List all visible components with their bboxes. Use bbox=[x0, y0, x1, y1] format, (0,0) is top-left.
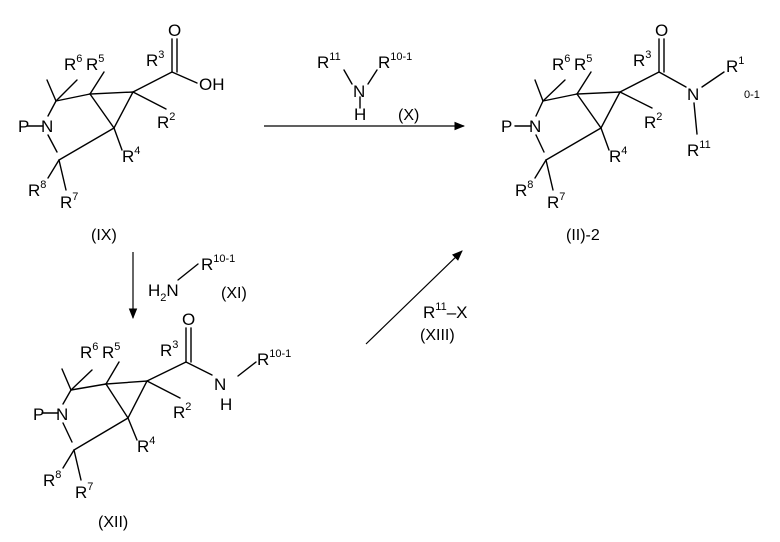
protecting-group-p: P bbox=[18, 117, 29, 136]
r2-label: R2 bbox=[157, 111, 175, 132]
r4-label: R4 bbox=[137, 435, 155, 456]
carbonyl-oxygen: O bbox=[168, 21, 181, 40]
alkylating-agent: R11–X bbox=[423, 301, 468, 322]
r6-label: R6 bbox=[64, 53, 82, 74]
r6-label: R6 bbox=[80, 341, 98, 362]
r2-label: R2 bbox=[173, 401, 191, 422]
hydroxyl-group: OH bbox=[199, 75, 225, 94]
reagent-xi-structure bbox=[178, 264, 198, 280]
compound-label-xii: (XII) bbox=[98, 514, 128, 531]
ring-nitrogen: N bbox=[56, 405, 68, 424]
r1-label: R1 bbox=[726, 55, 744, 76]
compound-label-ix: (IX) bbox=[91, 227, 117, 244]
compound-label-x: (X) bbox=[398, 107, 419, 124]
compound-label-ii-2: (II)-2 bbox=[566, 227, 600, 244]
r10-1-label: R10-1 bbox=[378, 51, 412, 72]
ring-nitrogen: N bbox=[41, 117, 53, 136]
carbonyl-oxygen: O bbox=[182, 310, 195, 329]
amine-hydrogen: H bbox=[354, 105, 366, 124]
carbonyl-oxygen: O bbox=[655, 21, 668, 40]
r4-label: R4 bbox=[122, 145, 140, 166]
r7-label: R7 bbox=[60, 191, 78, 212]
compound-label-xiii: (XIII) bbox=[420, 327, 455, 344]
r3-label: R3 bbox=[146, 49, 164, 70]
r2-label: R2 bbox=[644, 111, 662, 132]
r5-label: R5 bbox=[86, 53, 104, 74]
r6-label: R6 bbox=[552, 53, 570, 74]
amide-hydrogen: H bbox=[220, 395, 232, 414]
compound-label-xi: (XI) bbox=[221, 285, 247, 302]
r4-label: R4 bbox=[609, 145, 627, 166]
r3-label: R3 bbox=[160, 339, 178, 360]
r3-label: R3 bbox=[633, 49, 651, 70]
r7-label: R7 bbox=[547, 191, 565, 212]
r8-label: R8 bbox=[515, 179, 533, 200]
r5-label: R5 bbox=[574, 53, 592, 74]
r8-label: R8 bbox=[43, 469, 61, 490]
amide-nitrogen: N bbox=[687, 85, 699, 104]
amine-nitrogen: N bbox=[353, 82, 365, 101]
r10-1-label: R10-1 bbox=[257, 348, 291, 369]
amine-h2n: H2N bbox=[148, 281, 179, 304]
r11-label: R11 bbox=[317, 51, 341, 72]
amide-nitrogen: N bbox=[214, 375, 226, 394]
compound-ii2-structure bbox=[515, 39, 724, 190]
r11-label: R11 bbox=[687, 139, 711, 160]
ring-nitrogen: N bbox=[529, 117, 541, 136]
protecting-group-p: P bbox=[501, 117, 512, 136]
r5-label: R5 bbox=[102, 341, 120, 362]
r7-label: R7 bbox=[75, 481, 93, 502]
r1-subscript: 0-1 bbox=[744, 89, 760, 101]
protecting-group-p: P bbox=[33, 405, 44, 424]
r8-label: R8 bbox=[28, 179, 46, 200]
r10-1-label: R10-1 bbox=[201, 253, 235, 274]
